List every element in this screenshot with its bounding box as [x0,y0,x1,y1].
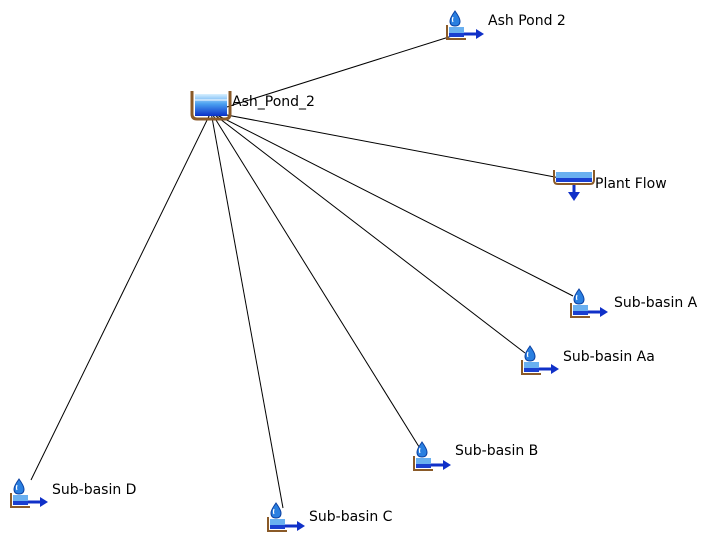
node-label: Ash_Pond_2 [232,94,315,110]
inflow-icon [267,502,305,532]
node-label: Sub-basin B [455,443,539,459]
node-label: Sub-basin C [309,509,393,525]
node-label: Sub-basin D [52,482,137,498]
reservoir-icon [190,91,232,121]
link-sub-basin-aa[interactable] [210,111,526,354]
node-label: Plant Flow [595,176,667,192]
inflow-icon [10,478,48,508]
node-label: Ash Pond 2 [488,13,566,29]
link-plant-flow[interactable] [210,111,561,179]
inflow-icon [446,10,484,40]
inflow-icon [413,441,451,471]
link-ash-pond-2-inflow[interactable] [210,35,453,113]
node-label: Sub-basin A [614,295,698,311]
link-sub-basin-d[interactable] [30,111,212,481]
node-label: Sub-basin Aa [563,349,655,365]
link-sub-basin-b[interactable] [210,111,422,451]
withdrawal-icon [553,170,595,201]
inflow-icon [570,288,608,318]
inflow-icon [521,345,559,375]
link-sub-basin-a[interactable] [210,111,574,297]
link-sub-basin-c[interactable] [210,111,284,509]
